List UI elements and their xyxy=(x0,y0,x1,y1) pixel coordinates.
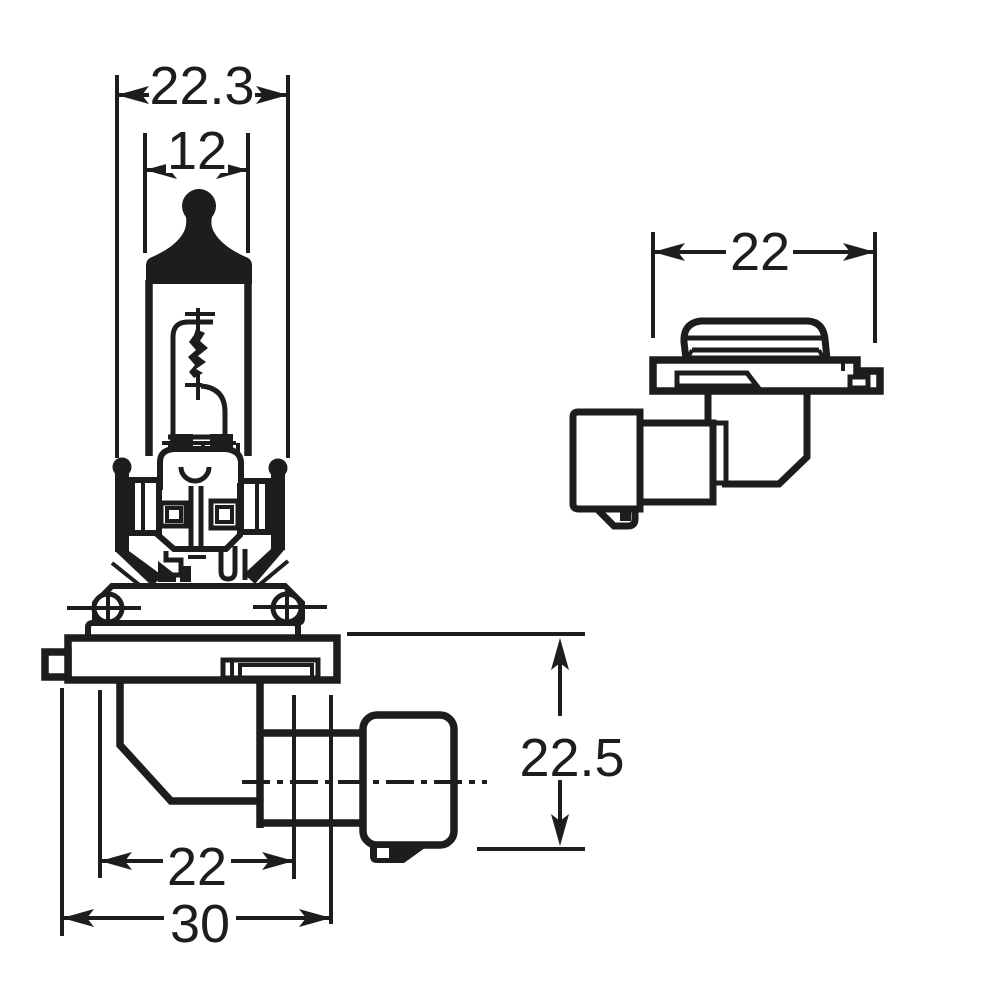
side-view: 22 xyxy=(569,222,884,530)
dim-label-connector-height: 22.5 xyxy=(519,728,624,788)
right-support-pin xyxy=(244,458,290,592)
dimension-connector-height: 22.5 xyxy=(347,632,625,851)
dimension-base-inner-width: 22 xyxy=(98,690,294,897)
flange-tab xyxy=(41,648,72,681)
dim-label-base-overall-width: 30 xyxy=(170,894,230,954)
dimension-side-overall-width: 22 xyxy=(651,222,877,343)
connector-body-front xyxy=(116,680,487,924)
dim-label-front-overall-width: 22.3 xyxy=(149,56,254,116)
dimension-base-overall-width: 30 xyxy=(60,688,331,954)
front-view: 22.3 12 22 30 xyxy=(41,56,625,954)
dim-label-front-tube-width: 12 xyxy=(167,121,227,181)
mounting-flange xyxy=(41,634,341,684)
dim-label-base-inner-width: 22 xyxy=(167,837,227,897)
filament-assembly xyxy=(162,308,240,455)
dimension-front-tube-width: 12 xyxy=(143,121,250,253)
gasket-flange-seal xyxy=(67,583,327,638)
bulb-tip xyxy=(146,189,252,284)
glass-tube xyxy=(145,280,252,456)
dim-label-side-overall-width: 22 xyxy=(730,222,790,282)
plug-socket-side xyxy=(569,408,644,530)
filament xyxy=(188,329,208,378)
mounting-flange-side xyxy=(649,356,884,395)
glass-dome-side xyxy=(680,317,831,363)
connector-body-side xyxy=(636,391,811,506)
bulb-base-holder xyxy=(110,434,290,593)
dimension-front-overall-width: 22.3 xyxy=(115,56,290,458)
